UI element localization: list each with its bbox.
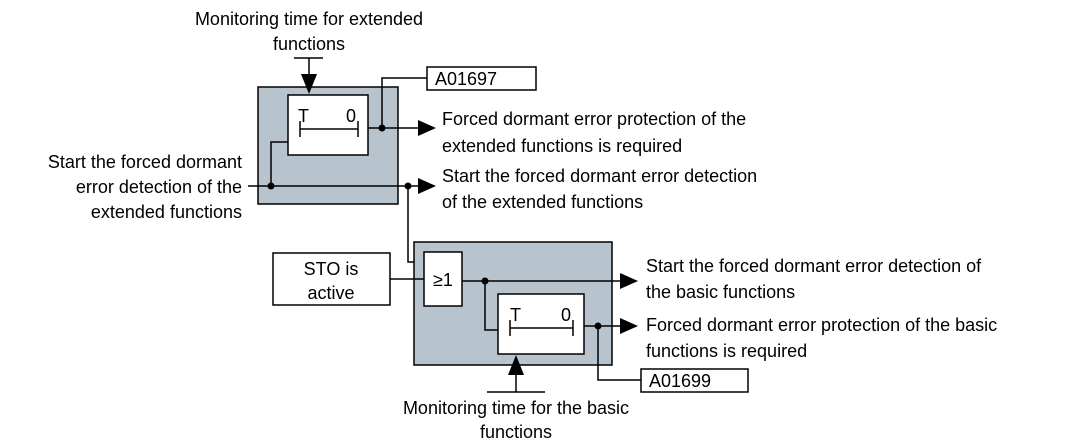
monitoring-time-extended-label-1: Monitoring time for extended bbox=[195, 9, 423, 29]
extended-timer-t: T bbox=[298, 106, 309, 126]
extended-start-output-text-1: Start the forced dormant error detection bbox=[442, 166, 757, 186]
alarm-a01697-connector bbox=[381, 77, 427, 128]
extended-start-to-timer bbox=[270, 141, 288, 186]
extended-start-input-text-2: error detection of the bbox=[76, 177, 242, 197]
basic-start-text-2: the basic functions bbox=[646, 282, 795, 302]
or-gate-box bbox=[423, 251, 463, 307]
monitoring-arrow-basic bbox=[508, 355, 524, 375]
monitoring-time-basic-label-1: Monitoring time for the basic bbox=[403, 398, 629, 418]
extended-start-output-text-2: of the extended functions bbox=[442, 192, 643, 212]
basic-timer-0: 0 bbox=[561, 305, 571, 325]
basic-required-text-2: functions is required bbox=[646, 341, 807, 361]
sto-active-text-1: STO is bbox=[304, 259, 359, 279]
extended-start-input-text-1: Start the forced dormant bbox=[48, 152, 242, 172]
extended-timer-0: 0 bbox=[346, 106, 356, 126]
extended-required-arrow bbox=[418, 120, 436, 136]
sto-active-box bbox=[272, 252, 391, 306]
extended-timer-box bbox=[287, 94, 369, 156]
basic-timer-t: T bbox=[510, 305, 521, 325]
basic-required-text-1: Forced dormant error protection of the b… bbox=[646, 315, 997, 335]
or-gate-label: ≥1 bbox=[433, 270, 453, 290]
basic-start-text-1: Start the forced dormant error detection… bbox=[646, 256, 982, 276]
extended-required-text-1: Forced dormant error protection of the bbox=[442, 109, 746, 129]
monitoring-time-basic-label-2: functions bbox=[480, 422, 552, 440]
basic-start-arrow bbox=[620, 273, 638, 289]
alarm-a01699-box bbox=[640, 368, 749, 393]
alarm-a01697: A01697 bbox=[435, 69, 497, 89]
alarm-a01699: A01699 bbox=[649, 371, 711, 391]
extended-required-junction bbox=[378, 124, 386, 132]
extended-required-text-2: extended functions is required bbox=[442, 136, 682, 156]
monitoring-arrow-extended bbox=[301, 74, 317, 94]
basic-start-to-timer bbox=[484, 281, 498, 331]
alarm-a01699-connector bbox=[597, 326, 641, 381]
basic-required-arrow bbox=[620, 318, 638, 334]
monitoring-time-extended-label-2: functions bbox=[273, 34, 345, 54]
extended-start-arrow bbox=[418, 178, 436, 194]
sto-active-text-2: active bbox=[307, 283, 354, 303]
extended-start-input-text-3: extended functions bbox=[91, 202, 242, 222]
basic-timer-box bbox=[497, 293, 585, 355]
